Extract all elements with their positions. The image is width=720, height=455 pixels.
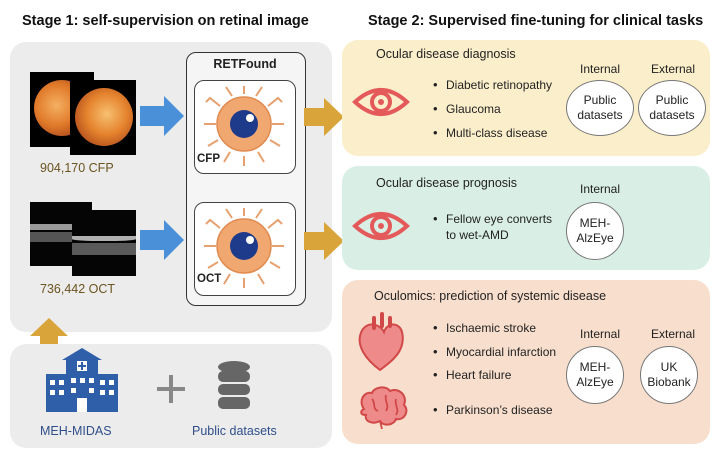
oculomics-item-4: Parkinson’s disease [433, 402, 552, 418]
diagnosis-internal-header: Internal [580, 62, 621, 76]
hospital-building-icon [46, 348, 118, 412]
oct-image-front [72, 210, 136, 276]
prognosis-internal-header: Internal [580, 182, 621, 196]
oculomics-external-header: External [651, 327, 696, 341]
model-to-diagnosis-arrow [304, 98, 344, 136]
oculomics-external-dataset: UK Biobank [640, 346, 698, 404]
diagnosis-item-1: Diabetic retinopathy [433, 77, 552, 93]
cfp-image-front [70, 80, 136, 155]
heart-icon [358, 312, 404, 372]
eye-icon-prognosis [352, 212, 410, 240]
sources-up-arrow [30, 318, 68, 354]
meh-midas-label: MEH-MIDAS [40, 424, 112, 438]
model-to-prognosis-arrow [304, 222, 344, 260]
eye-icon-diagnosis [352, 88, 410, 116]
cfp-encoder-label: CFP [197, 153, 220, 165]
cfp-network-eye-icon [204, 86, 284, 166]
oct-encoder-label: OCT [197, 273, 222, 285]
brain-icon [360, 386, 408, 430]
prognosis-item-1: Fellow eye converts to wet-AMD [433, 211, 556, 243]
cfp-to-model-arrow [140, 96, 184, 136]
cfp-count-caption: 904,170 CFP [40, 161, 114, 175]
database-icon [218, 361, 250, 409]
oculomics-internal-dataset: MEH-AlzEye [566, 346, 624, 404]
stage2-title: Stage 2: Supervised fine-tuning for clin… [368, 13, 704, 29]
stage1-title: Stage 1: self-supervision on retinal ima… [22, 13, 309, 29]
retfound-title: RETFound [213, 57, 277, 71]
oculomics-item-3: Heart failure [433, 367, 511, 383]
oculomics-item-1: Ischaemic stroke [433, 320, 536, 336]
oculomics-item-2: Myocardial infarction [433, 344, 556, 360]
diagnosis-item-2: Glaucoma [433, 101, 501, 117]
diagnosis-external-header: External [651, 62, 696, 76]
plus-icon [157, 375, 185, 403]
prognosis-internal-dataset: MEH-AlzEye [566, 202, 624, 260]
prognosis-title: Ocular disease prognosis [376, 176, 518, 190]
diagnosis-title: Ocular disease diagnosis [376, 47, 516, 61]
oculomics-internal-header: Internal [580, 327, 621, 341]
oculomics-title: Oculomics: prediction of systemic diseas… [374, 289, 607, 303]
diagnosis-internal-dataset: Public datasets [566, 80, 634, 136]
diagnosis-external-dataset: Public datasets [638, 80, 706, 136]
oct-network-eye-icon [204, 208, 284, 288]
diagnosis-item-3: Multi-class disease [433, 125, 547, 141]
public-datasets-label: Public datasets [192, 424, 277, 438]
oct-to-model-arrow [140, 220, 184, 260]
oct-count-caption: 736,442 OCT [40, 282, 116, 296]
